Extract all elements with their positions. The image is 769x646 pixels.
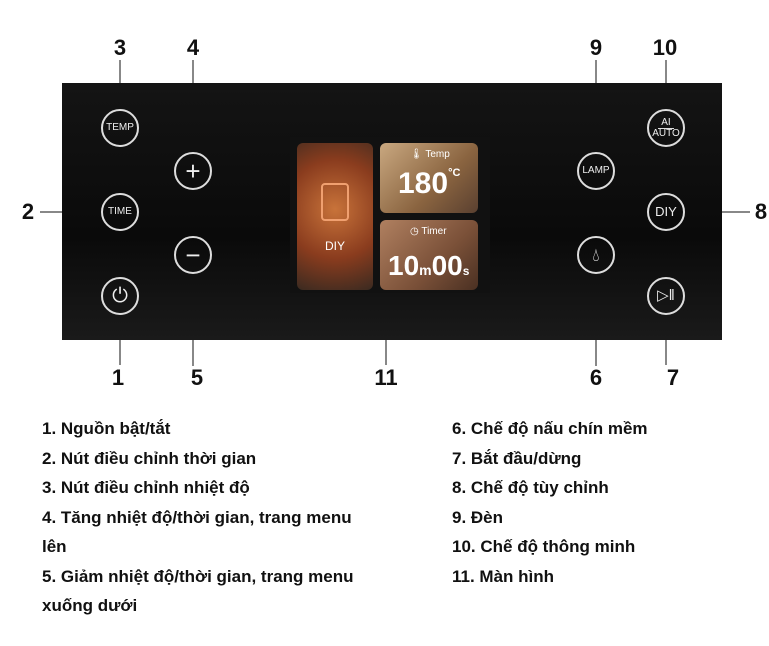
callout-3: 3 [113, 35, 127, 60]
lamp-button[interactable]: LAMP [577, 152, 615, 190]
legend-item: 3. Nút điều chỉnh nhiệt độ [42, 478, 250, 497]
callout-7: 7 [666, 365, 680, 390]
minutes-unit: m [419, 262, 432, 278]
clock-icon: ◷ [410, 226, 419, 237]
callout-5: 5 [190, 365, 204, 390]
legend-item: 6. Chế độ nấu chín mềm [452, 419, 648, 438]
airfryer-icon [321, 183, 349, 221]
legend-right: 6. Chế độ nấu chín mềm 7. Bắt đầu/dừng 8… [452, 414, 648, 591]
minus-icon: − [185, 240, 201, 270]
legend-item: 8. Chế độ tùy chỉnh [452, 478, 609, 497]
callout-10: 10 [652, 35, 678, 60]
power-button[interactable]: ⏻ [101, 277, 139, 315]
temp-value: 180 [398, 167, 449, 200]
mode-tile[interactable]: DIY [297, 143, 373, 290]
callout-6: 6 [589, 365, 603, 390]
timer-label: Timer [421, 226, 447, 237]
callout-2: 2 [21, 199, 35, 224]
water-drop-icon: 💧︎ [592, 245, 600, 265]
legend-item: xuống dưới [42, 596, 138, 615]
callout-1: 1 [111, 365, 125, 390]
legend-item: 7. Bắt đầu/dừng [452, 448, 582, 468]
callout-11: 11 [374, 365, 398, 390]
temp-tile[interactable]: 🌡︎ Temp 180°C [380, 143, 478, 213]
minus-button[interactable]: − [174, 236, 212, 274]
diy-button[interactable]: DIY [647, 193, 685, 231]
thermometer-icon: 🌡︎ [410, 149, 423, 160]
legend-item: 10. Chế độ thông minh [452, 537, 636, 556]
time-button[interactable]: TIME [101, 193, 139, 231]
seconds-unit: s [462, 264, 470, 278]
plus-button[interactable]: + [174, 152, 212, 190]
ai-label: AI [658, 117, 674, 129]
legend-left: 1. Nguồn bật/tắt 2. Nút điều chỉnh thời … [42, 414, 354, 621]
callout-8: 8 [754, 199, 768, 224]
legend-item: 11. Màn hình [452, 566, 555, 586]
soft-cook-button[interactable]: 💧︎ [577, 236, 615, 274]
auto-label: AUTO [652, 127, 680, 139]
start-pause-button[interactable]: ▷‖ [647, 277, 685, 315]
play-pause-icon: ▷‖ [657, 287, 675, 304]
callout-9: 9 [589, 35, 603, 60]
legend-item: 9. Đèn [452, 507, 504, 527]
temp-label: Temp [425, 149, 450, 160]
legend-item: 1. Nguồn bật/tắt [42, 419, 171, 438]
timer-seconds: 00 [431, 250, 463, 281]
legend-item: 2. Nút điều chỉnh thời gian [42, 448, 257, 468]
temp-button[interactable]: TEMP [101, 109, 139, 147]
legend-item: 5. Giảm nhiệt độ/thời gian, trang menu [42, 566, 354, 586]
plus-icon: + [185, 156, 201, 186]
power-icon: ⏻ [112, 285, 128, 307]
timer-tile[interactable]: ◷ Timer 10m00s [380, 220, 478, 290]
legend-item: 4. Tăng nhiệt độ/thời gian, trang menu [42, 507, 352, 527]
timer-minutes: 10 [388, 250, 420, 281]
temp-unit: °C [448, 167, 461, 179]
mode-label: DIY [324, 239, 345, 253]
callout-4: 4 [186, 35, 200, 60]
legend-item: lên [42, 537, 67, 556]
display-screen: DIY 🌡︎ Temp 180°C ◷ Timer 10m00s [290, 137, 490, 293]
